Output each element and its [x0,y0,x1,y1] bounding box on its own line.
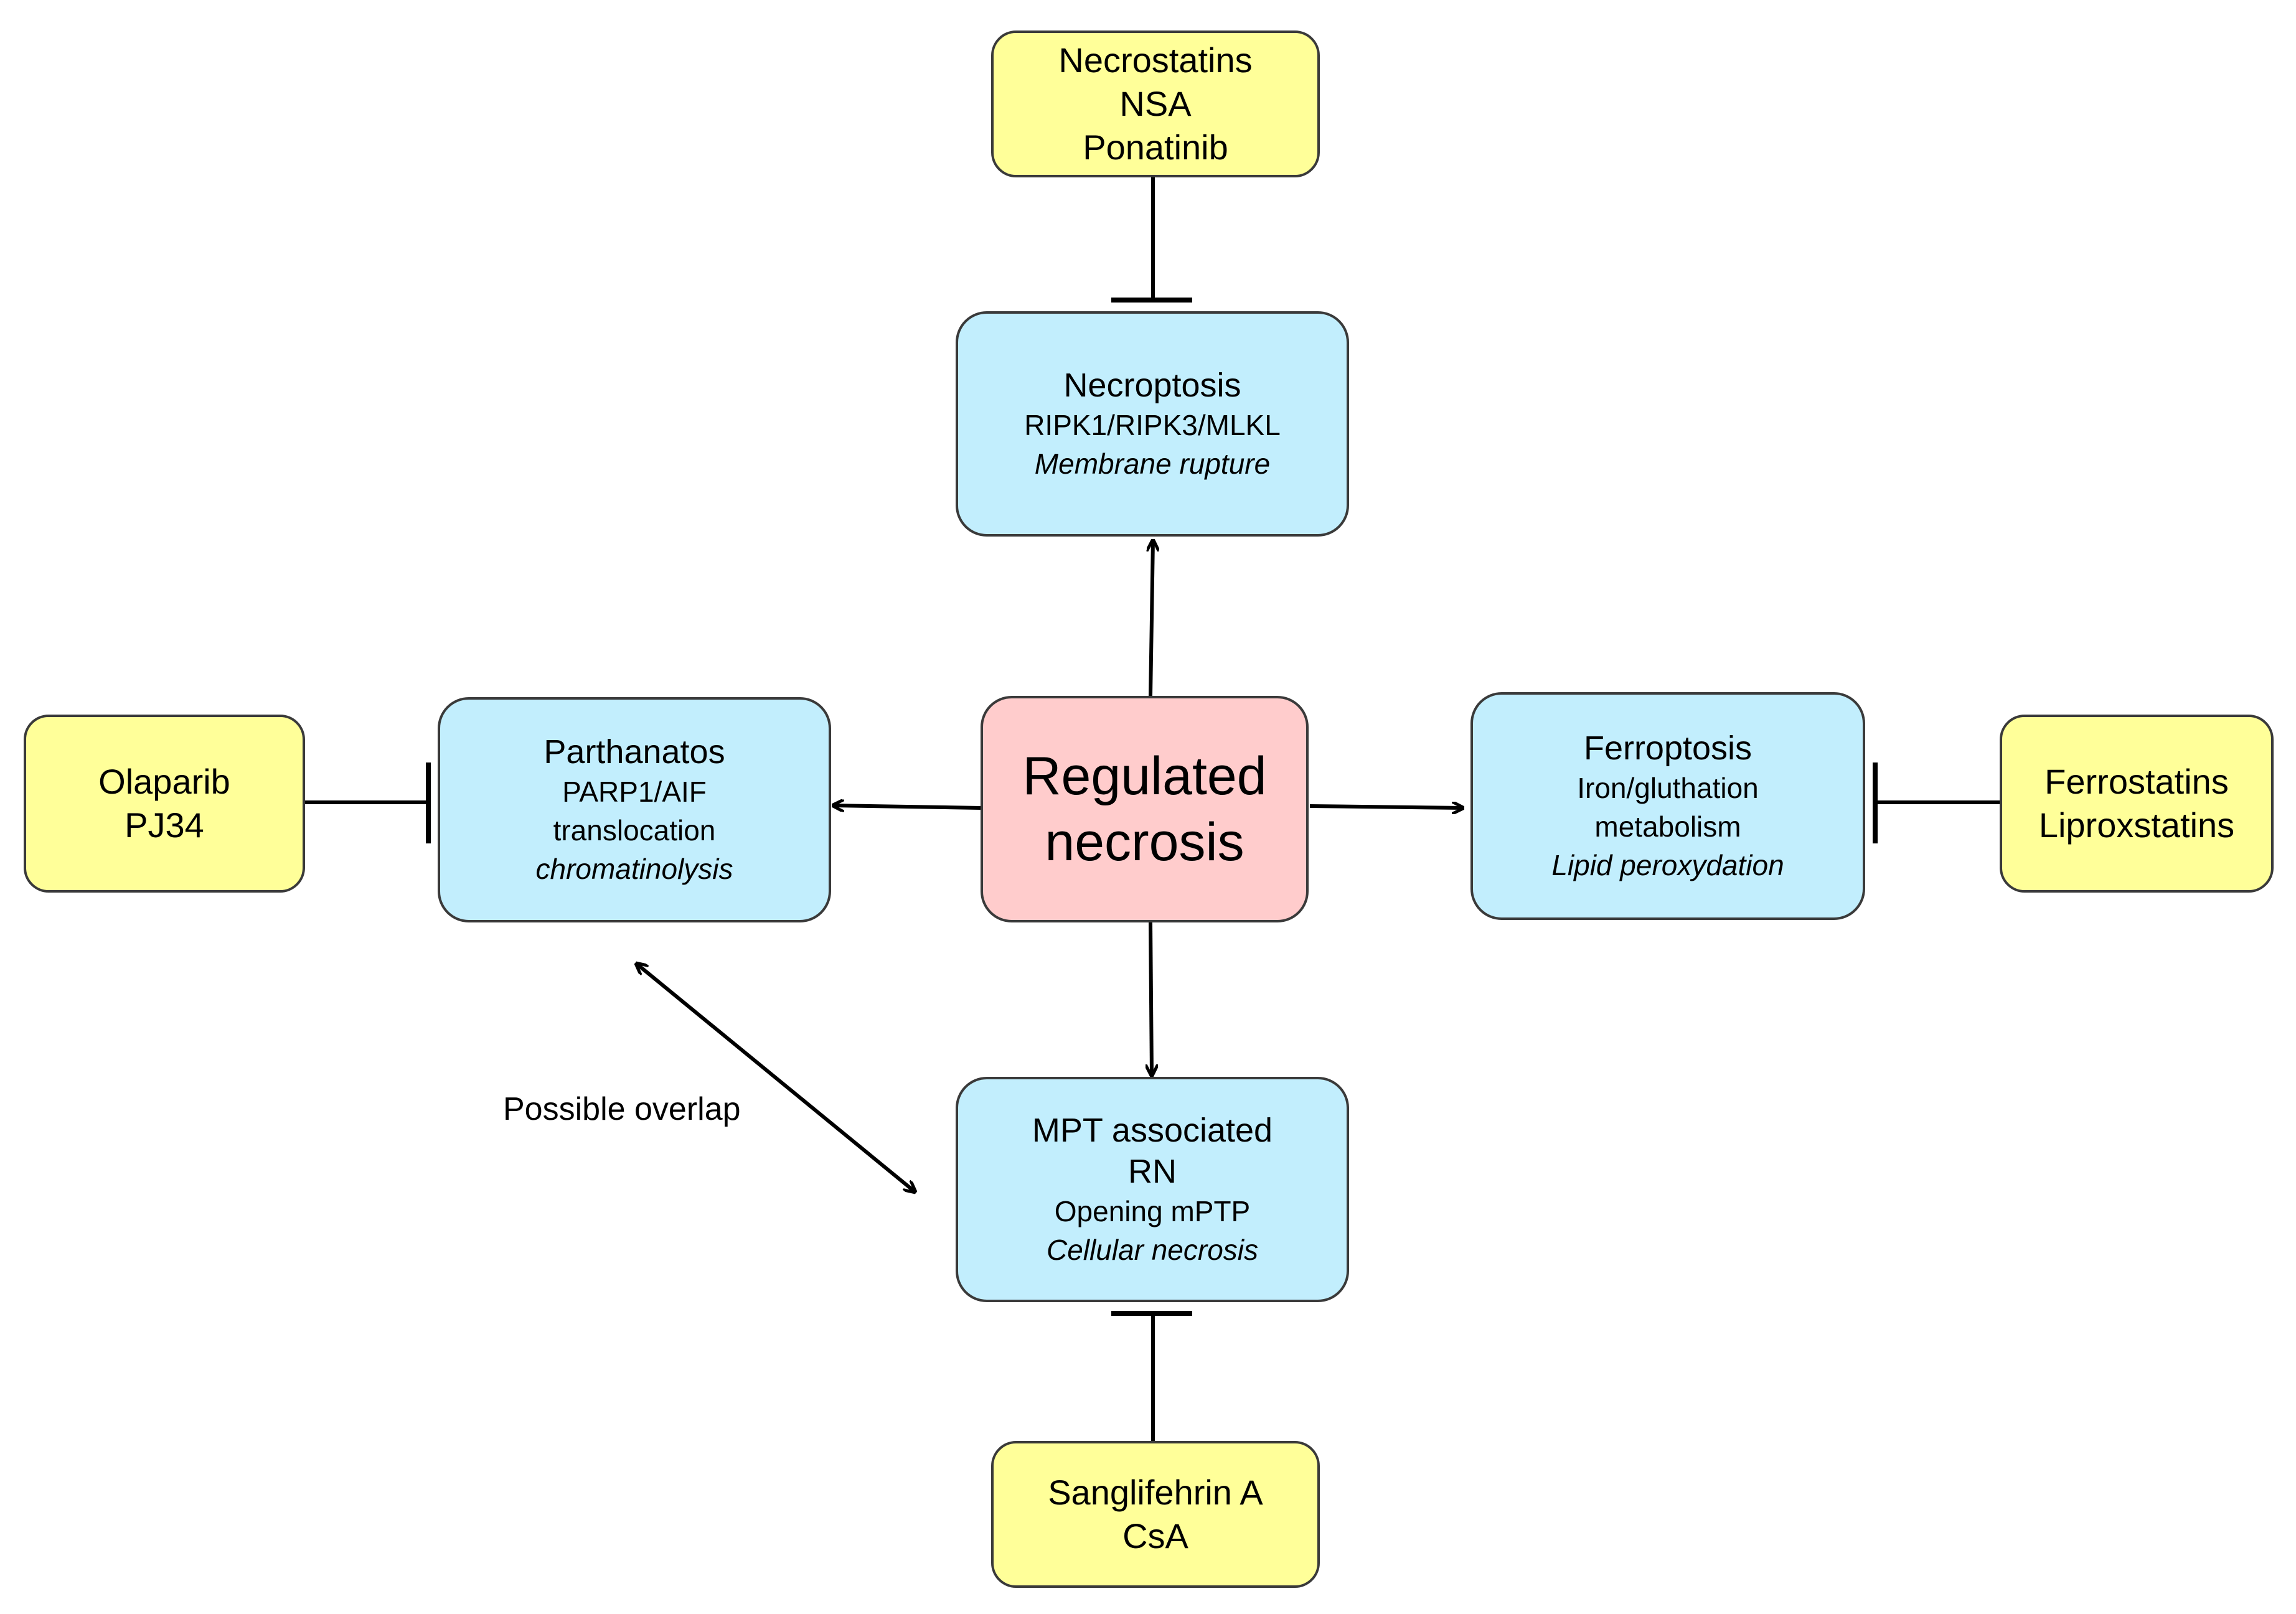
pathway-mechanism: metabolism [1594,810,1741,843]
inhibitor-label: Sanglifehrin A [1048,1473,1263,1512]
inhibitor-label: NSA [1119,84,1192,123]
arrow-center-to-parthanatos [833,805,981,808]
pathway-effect: Cellular necrosis [1046,1234,1258,1266]
necroptosis-box: Necroptosis RIPK1/RIPK3/MLKL Membrane ru… [956,311,1349,537]
inhibitor-label: Necrostatins [1058,40,1253,80]
ferroptosis-box: Ferroptosis Iron/gluthation metabolism L… [1470,692,1865,920]
pathway-effect: Lipid peroxydation [1551,849,1784,881]
inhibitor-box-ferroptosis: Ferrostatins Liproxstatins [2000,715,2274,893]
pathway-title: MPT associated [1032,1112,1273,1149]
inhibitor-label: CsA [1122,1516,1188,1555]
arrow-center-to-mpt [1150,922,1152,1076]
arrow-center-to-ferroptosis [1309,806,1463,808]
possible-overlap-label: Possible overlap [503,1091,741,1127]
pathway-mechanism: Iron/gluthation [1577,772,1759,804]
pathway-title: Ferroptosis [1583,730,1753,767]
inhibitor-label: Liproxstatins [2038,805,2235,845]
inhibitor-label: Ferrostatins [2044,762,2229,801]
inhibitor-box-mpt: Sanglifehrin A CsA [991,1441,1320,1588]
pathway-mechanism: RIPK1/RIPK3/MLKL [1024,409,1281,441]
pathway-title: Necroptosis [1063,367,1241,404]
arrow-center-to-necroptosis [1150,540,1153,697]
inhibitor-label: Ponatinib [1083,128,1228,167]
arrow-possible-overlap [636,964,915,1192]
regulated-necrosis-box: Regulated necrosis [981,696,1309,922]
center-title: necrosis [1045,812,1244,872]
inhibitor-box-necroptosis: Necrostatins NSA Ponatinib [991,30,1320,177]
pathway-effect: chromatinolysis [535,853,733,885]
pathway-mechanism: translocation [553,814,716,847]
center-title: Regulated [1022,746,1267,806]
pathway-title: RN [1128,1153,1177,1190]
pathway-mechanism: Opening mPTP [1054,1195,1251,1227]
pathway-effect: Membrane rupture [1034,448,1271,480]
inhibitor-box-parthanatos: Olaparib PJ34 [24,715,305,893]
inhibitor-label: PJ34 [125,805,204,845]
mpt-box: MPT associated RN Opening mPTP Cellular … [956,1077,1349,1302]
pathway-mechanism: PARP1/AIF [562,776,707,808]
inhibitor-label: Olaparib [98,762,230,801]
parthanatos-box: Parthanatos PARP1/AIF translocation chro… [438,697,831,922]
pathway-title: Parthanatos [543,733,725,771]
